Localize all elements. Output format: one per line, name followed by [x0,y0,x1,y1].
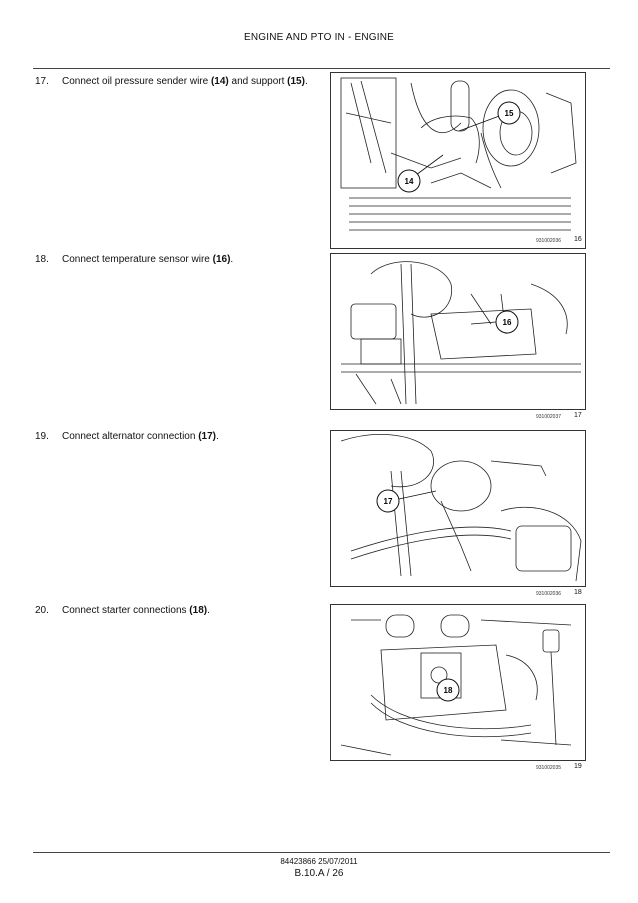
header-rule [33,68,610,69]
figure-16: 15 14 [330,72,586,249]
svg-text:14: 14 [405,177,414,186]
step-text: Connect alternator connection (17). [62,431,219,442]
document-reference: 84423866 25/07/2011 [280,857,358,866]
callout-15: 15 [458,101,521,132]
step-text: Connect temperature sensor wire (16). [62,254,234,265]
step-number: 18. [35,254,49,265]
callout-17: 17 [376,489,437,513]
figure-code: 931002036 [536,238,562,244]
step-text: Connect starter connections (18). [62,605,210,616]
callout-18: 18 [436,678,460,702]
figure-number: 18 [574,589,582,596]
step-number: 20. [35,605,49,616]
step-text: Connect oil pressure sender wire (14) an… [62,76,308,87]
figure-18: 17 [330,430,586,587]
page-number: B.10.A / 26 [294,868,344,879]
footer-rule [33,852,610,853]
figure-code: 931002035 [536,765,562,771]
figure-code: 931002037 [536,414,562,420]
svg-text:18: 18 [444,686,453,695]
step-number: 17. [35,76,49,87]
step-number: 19. [35,431,49,442]
figure-number: 16 [574,236,582,243]
svg-text:17: 17 [384,497,393,506]
page-header: ENGINE AND PTO IN - ENGINE [243,32,395,43]
svg-text:16: 16 [503,318,512,327]
figure-19: 18 [330,604,586,761]
figure-number: 17 [574,412,582,419]
callout-16: 16 [470,310,519,334]
svg-text:15: 15 [505,109,514,118]
callout-14: 14 [397,154,444,193]
figure-code: 931002036 [536,591,562,597]
figure-number: 19 [574,763,582,770]
figure-17: 16 [330,253,586,410]
